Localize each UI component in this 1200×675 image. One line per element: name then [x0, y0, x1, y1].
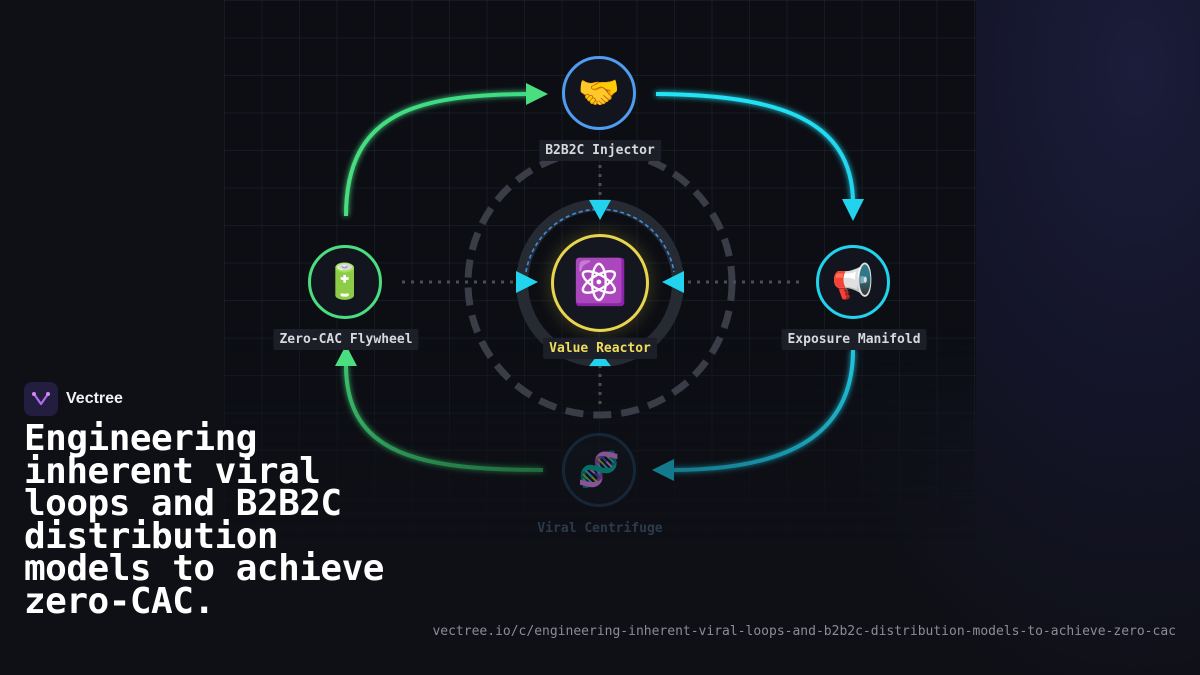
- label-exposure-manifold: Exposure Manifold: [781, 329, 927, 350]
- node-viral-centrifuge: 🧬: [562, 433, 636, 507]
- flow-curve-centrifuge-to-flywheel: [344, 364, 544, 472]
- vectree-logo-icon: [24, 382, 58, 416]
- flow-curve-injector-to-exposure: [655, 92, 855, 203]
- battery-icon: 🔋: [323, 262, 367, 302]
- atom-icon: ⚛️: [572, 257, 628, 308]
- flow-arrowhead-exposure: [842, 199, 864, 221]
- node-exposure-manifold: 📢: [816, 245, 890, 319]
- arrow-left-icon: [662, 271, 684, 293]
- node-b2b2c-injector: 🤝: [562, 56, 636, 130]
- arrow-right-icon: [516, 271, 538, 293]
- flow-arrowhead-injector: [526, 83, 548, 105]
- brand-name: Vectree: [66, 390, 123, 407]
- arrow-up-icon: [589, 352, 611, 366]
- node-value-reactor: ⚛️: [551, 234, 649, 332]
- flow-arrowhead-centrifuge: [652, 459, 674, 481]
- arrow-down-icon: [589, 200, 611, 220]
- label-b2b2c-injector: B2B2C Injector: [539, 140, 661, 161]
- dna-icon: 🧬: [577, 450, 621, 490]
- flow-curve-exposure-to-centrifuge: [671, 349, 855, 472]
- page-title: Engineering inherent viral loops and B2B…: [24, 418, 384, 622]
- flow-curve-flywheel-to-injector: [344, 92, 529, 217]
- handshake-icon: 🤝: [577, 73, 621, 113]
- label-viral-centrifuge: Viral Centrifuge: [537, 521, 663, 536]
- node-zero-cac-flywheel: 🔋: [308, 245, 382, 319]
- page-url[interactable]: vectree.io/c/engineering-inherent-viral-…: [432, 624, 1176, 639]
- label-zero-cac-flywheel: Zero-CAC Flywheel: [273, 329, 419, 350]
- brand[interactable]: Vectree: [24, 382, 123, 416]
- flow-arrowhead-flywheel: [335, 345, 357, 366]
- megaphone-icon: 📢: [831, 262, 875, 302]
- label-value-reactor: Value Reactor: [543, 338, 657, 359]
